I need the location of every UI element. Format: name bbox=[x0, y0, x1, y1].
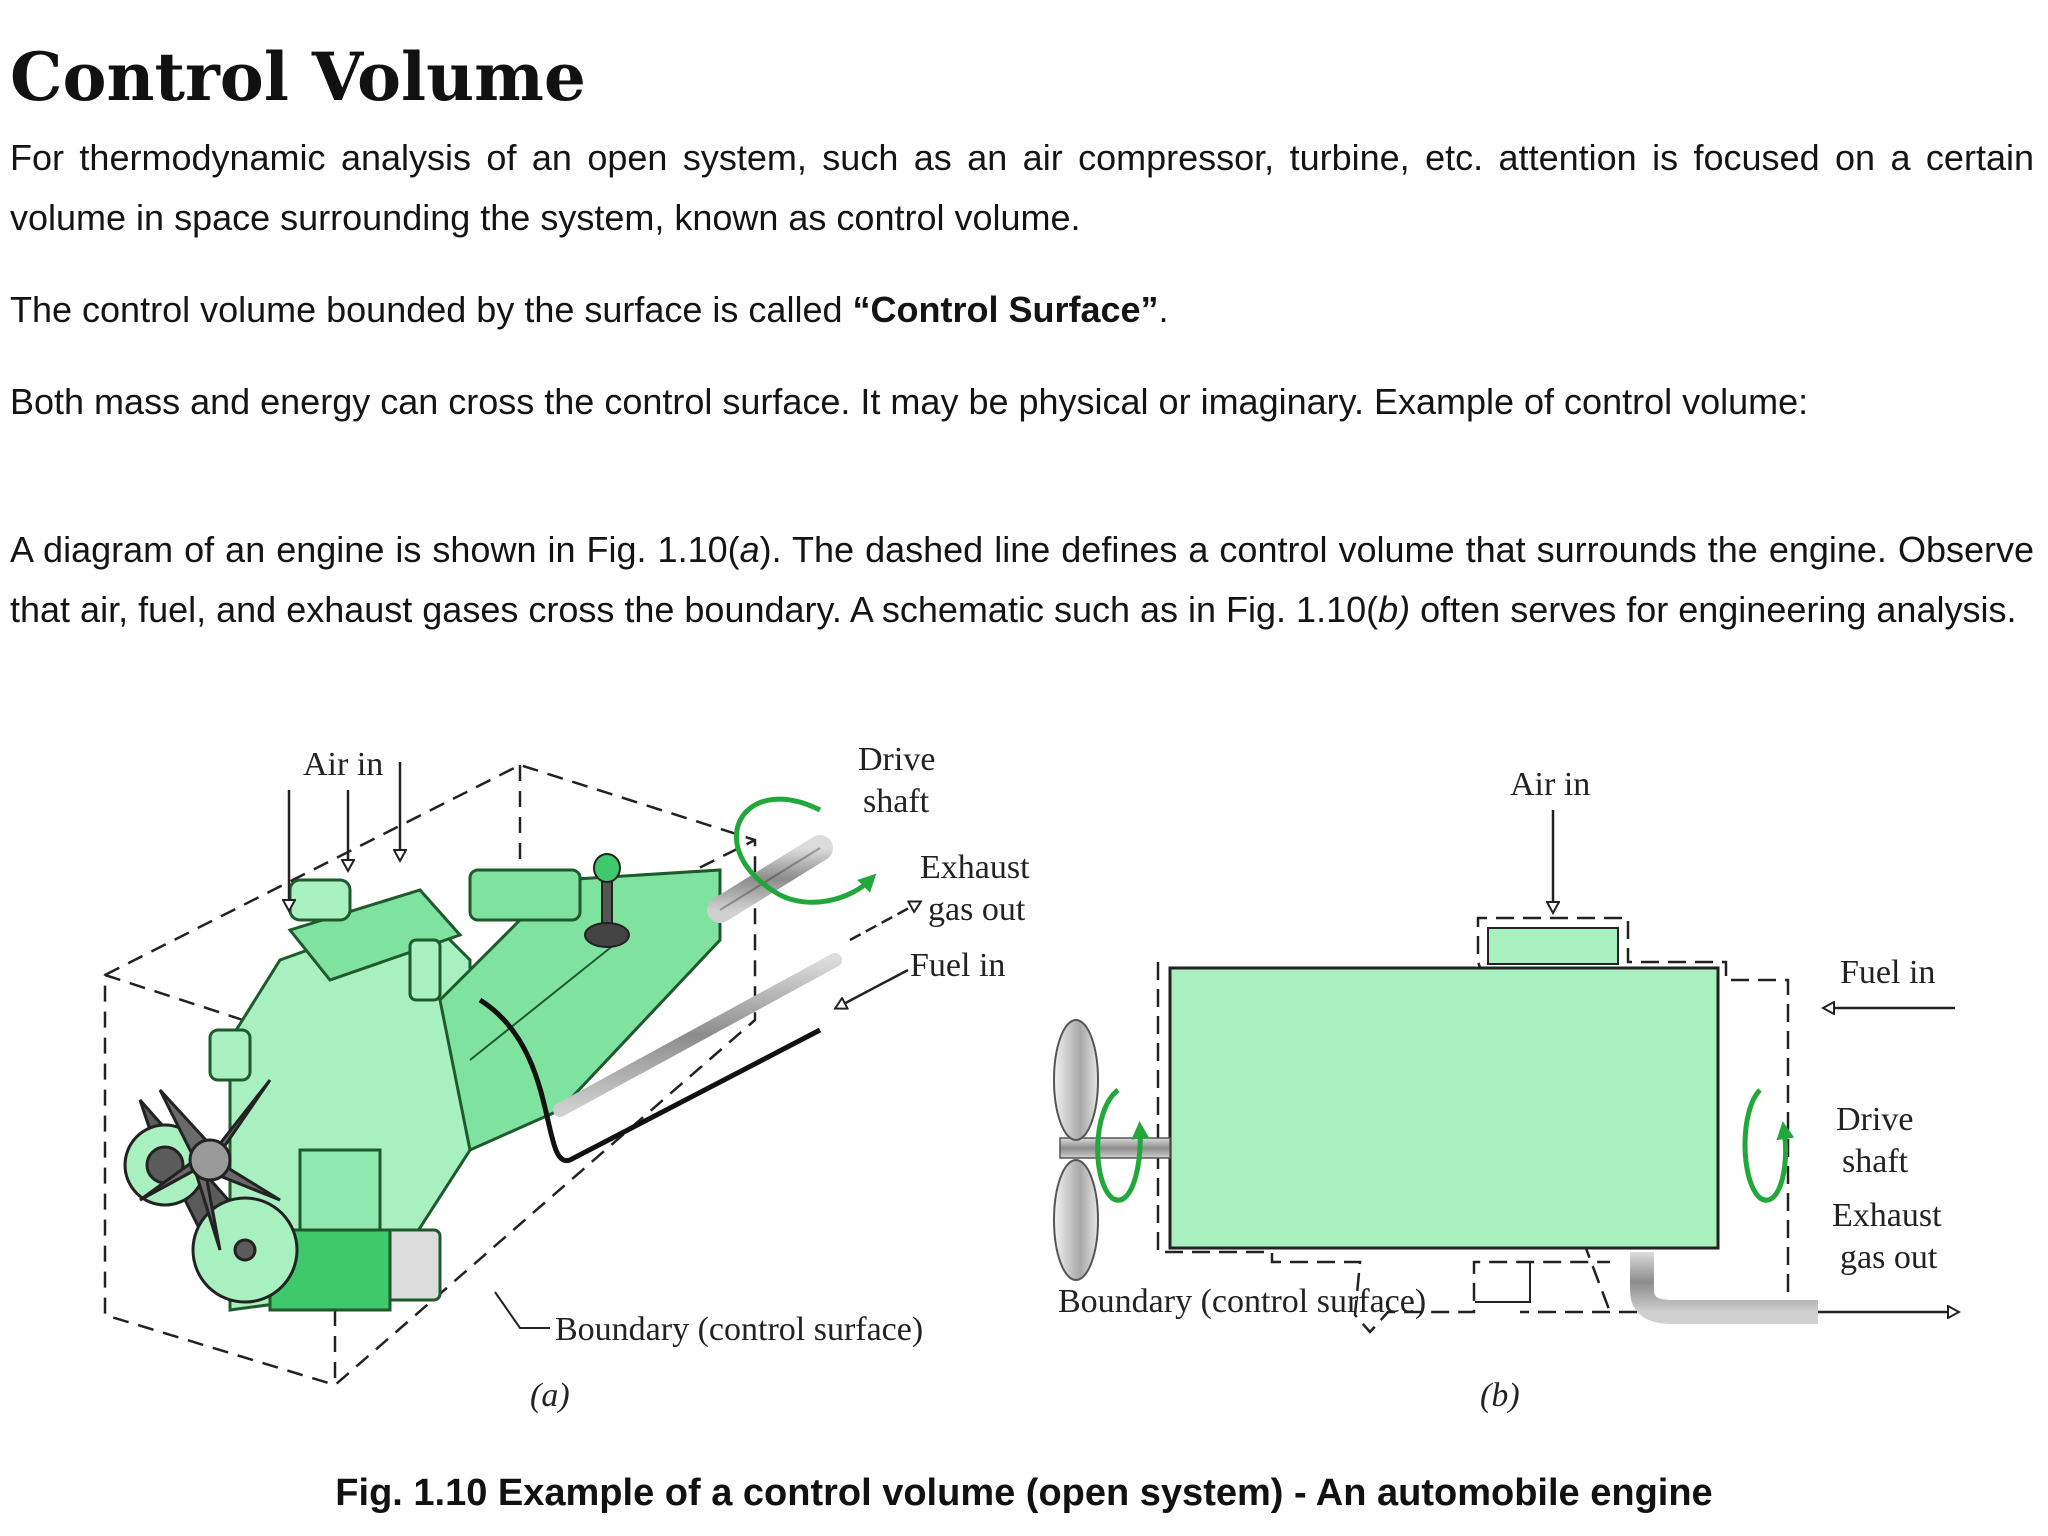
label-gas-out-b: gas out bbox=[1840, 1239, 1938, 1276]
label-drive-b: Drive bbox=[1836, 1101, 1913, 1138]
exhaust-pipe-b bbox=[1630, 1252, 1818, 1324]
boundary-leader-a bbox=[494, 1291, 550, 1329]
paragraph-mass-energy: Both mass and energy can cross the contr… bbox=[10, 381, 1809, 422]
paragraph-open-system: For thermodynamic analysis of an open sy… bbox=[10, 137, 2034, 238]
fan-pulley bbox=[123, 1079, 299, 1304]
label-drive-a: Drive bbox=[858, 741, 935, 778]
label-fuel-in-b: Fuel in bbox=[1840, 954, 1935, 991]
figure-b-schematic: Air in Fuel in Drive shaft Exhaust gas o… bbox=[1053, 766, 1958, 1414]
label-boundary-b: Boundary (control surface) bbox=[1058, 1283, 1426, 1320]
p4-text-b: ). The dashed line defines a control vol… bbox=[10, 529, 2035, 630]
fuel-line-black bbox=[478, 997, 822, 1163]
drive-shaft-a bbox=[707, 835, 833, 923]
gear-stick bbox=[584, 853, 630, 948]
figure-a-engine-illustration: Air in Drive shaft Exhaust gas out Fuel … bbox=[103, 741, 1030, 1414]
label-exhaust-a: Exhaust bbox=[920, 849, 1030, 886]
rotation-arrow-a bbox=[734, 796, 877, 905]
fuel-pipe bbox=[553, 953, 842, 1117]
label-fuel-in-a: Fuel in bbox=[910, 947, 1005, 984]
p2-period: . bbox=[1158, 289, 1169, 330]
figure-caption: Fig. 1.10 Example of a control volume (o… bbox=[335, 1472, 1713, 1514]
page-title: Control Volume bbox=[10, 38, 586, 116]
p2-text: The control volume bounded by the surfac… bbox=[10, 289, 853, 330]
p4-text-a: A diagram of an engine is shown in Fig. … bbox=[10, 529, 740, 570]
propeller-b bbox=[1053, 1019, 1099, 1281]
label-exhaust-b: Exhaust bbox=[1832, 1197, 1942, 1234]
paragraph-engine-diagram: A diagram of an engine is shown in Fig. … bbox=[10, 520, 2034, 640]
label-boundary-a: Boundary (control surface) bbox=[555, 1311, 923, 1348]
p4-italic-b: b) bbox=[1378, 589, 1411, 630]
exhaust-arrow-a bbox=[849, 902, 920, 942]
label-shaft-a: shaft bbox=[863, 783, 930, 820]
figure-1-10: Air in Drive shaft Exhaust gas out Fuel … bbox=[103, 741, 2048, 1414]
label-air-in-b: Air in bbox=[1510, 766, 1590, 803]
sublabel-a: (a) bbox=[530, 1377, 570, 1414]
p4-italic-a: a bbox=[739, 529, 760, 570]
fuel-arrow-a bbox=[836, 968, 909, 1008]
p4-text-c: often serves for engineering analysis. bbox=[1410, 589, 2017, 630]
engine-block-b bbox=[1168, 966, 1720, 1250]
air-inlet-b bbox=[1487, 927, 1619, 965]
label-gas-out-a: gas out bbox=[928, 891, 1026, 928]
left-shaft-b bbox=[1059, 1137, 1171, 1159]
label-shaft-b: shaft bbox=[1842, 1143, 1909, 1180]
air-in-arrows-a bbox=[289, 762, 400, 910]
rotation-arrow-b-right bbox=[1742, 1088, 1795, 1203]
rotation-arrow-b-left bbox=[1095, 1088, 1150, 1203]
boundary-leader-b bbox=[1475, 1262, 1531, 1303]
label-air-in-a: Air in bbox=[303, 746, 383, 783]
paragraph-control-surface: The control volume bounded by the surfac… bbox=[10, 280, 2034, 340]
sublabel-b: (b) bbox=[1480, 1377, 1520, 1414]
p2-bold-term: “Control Surface” bbox=[852, 289, 1159, 330]
engine-body bbox=[208, 868, 722, 1312]
